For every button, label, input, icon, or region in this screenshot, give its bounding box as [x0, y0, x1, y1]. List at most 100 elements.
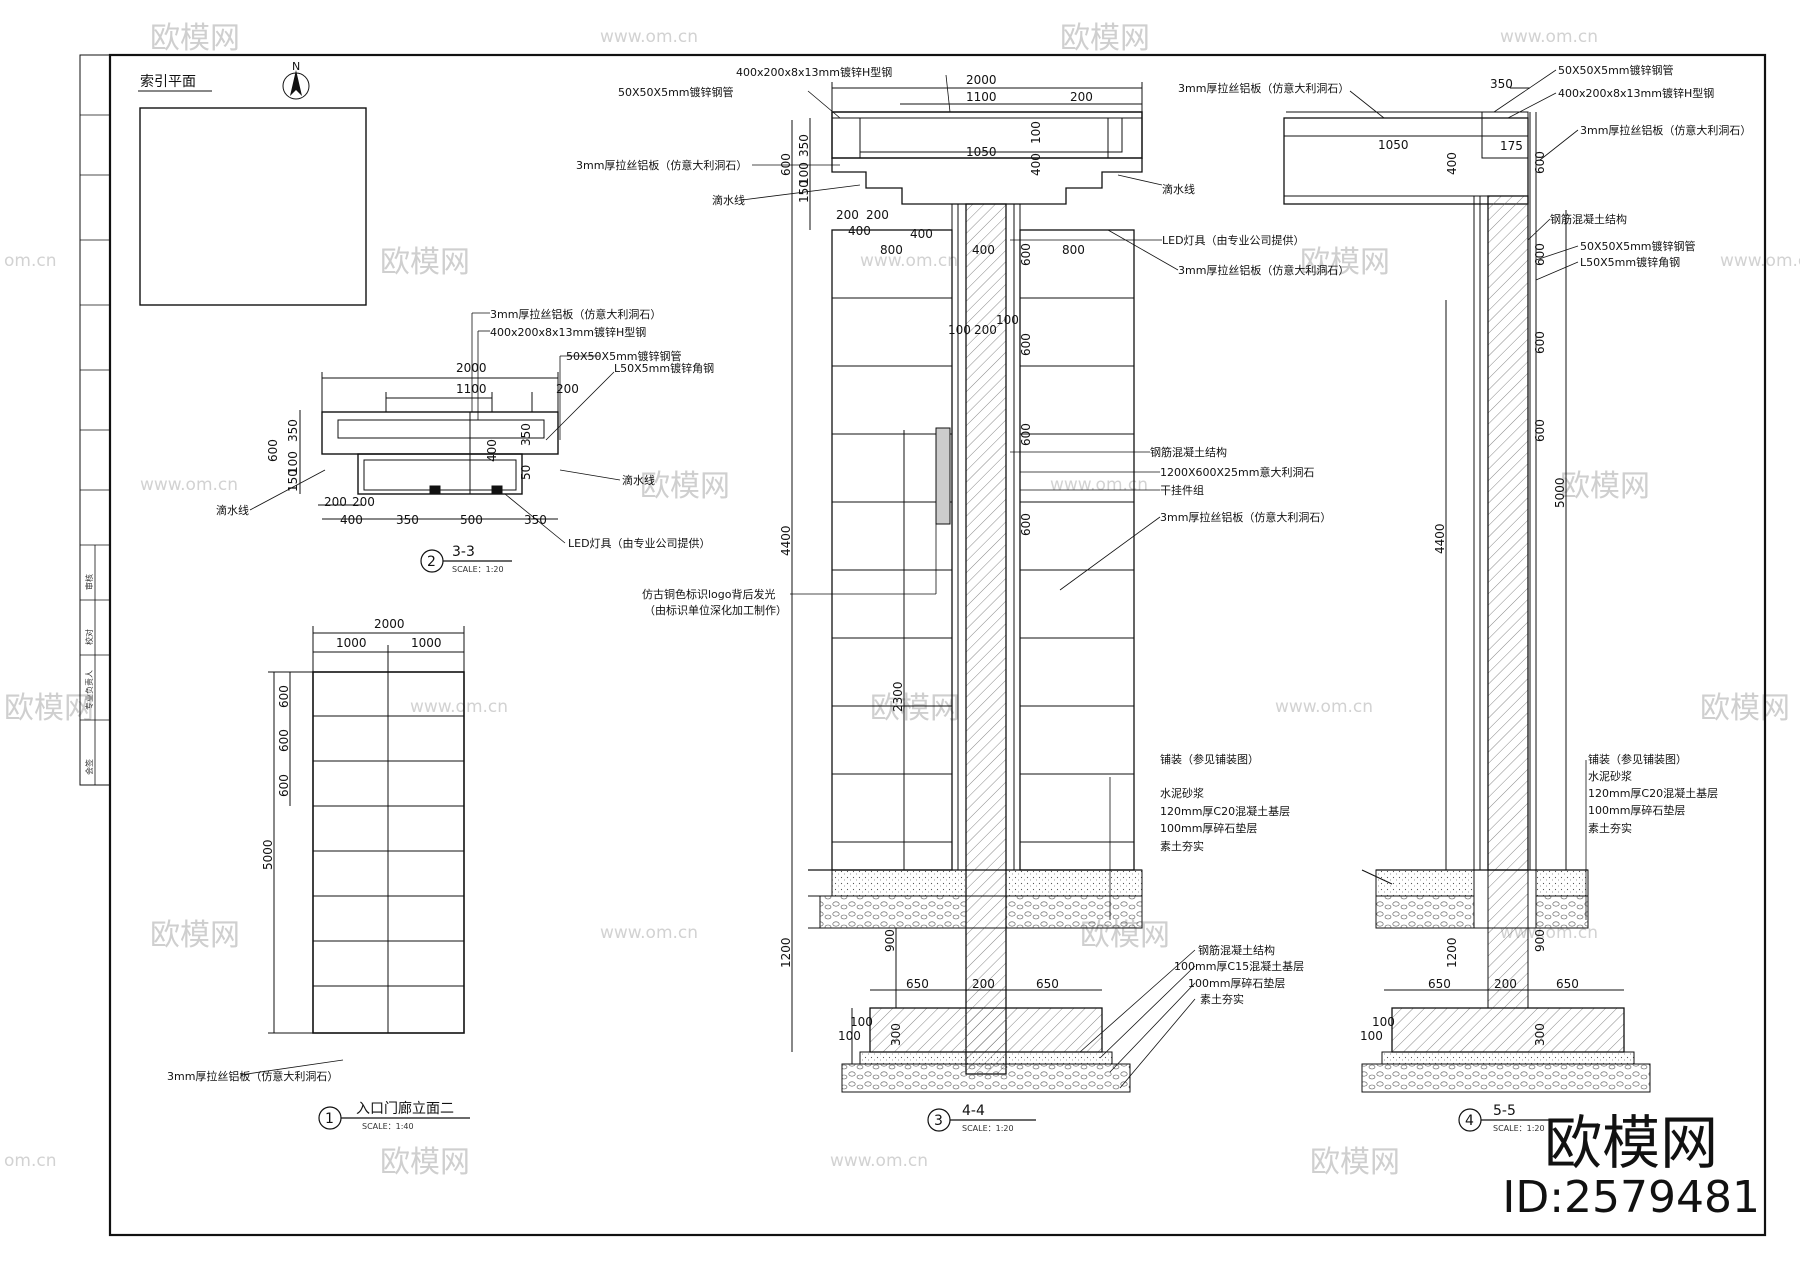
index-plan-title: 索引平面 — [140, 73, 196, 90]
dim-4-4: 100 — [1029, 121, 1043, 144]
watermark-text: 欧模网 — [1310, 1145, 1400, 1180]
dim-4-4: 100 — [996, 313, 1019, 327]
label-5-5: 水泥砂浆 — [1588, 769, 1632, 783]
label-5-5: 3mm厚拉丝铝板（仿意大利洞石） — [1580, 123, 1751, 137]
label-4-4: 钢筋混凝土结构 — [1198, 943, 1275, 957]
label-5-5: 50X50X5mm镀锌钢管 — [1580, 239, 1696, 253]
dim-4-4: 1100 — [966, 90, 997, 104]
dim-4-4: 1050 — [966, 145, 997, 159]
label-3-3: 滴水线 — [622, 473, 655, 487]
watermark-url: www.om.cn — [600, 923, 698, 943]
dim-4-4: 200 — [866, 208, 889, 222]
label-4-4: 3mm厚拉丝铝板（仿意大利洞石） — [1160, 510, 1331, 524]
label-4-4: 钢筋混凝土结构 — [1150, 445, 1227, 459]
section-3-3-title — [420, 549, 512, 573]
dim-4-4: 100 — [948, 323, 971, 337]
dim-4-4: 600 — [1019, 513, 1033, 536]
dim-elevation: 600 — [277, 685, 291, 708]
title-block-grid — [80, 114, 110, 785]
section-5-5 — [1283, 87, 1651, 1093]
watermark-url: www.om.cn — [600, 27, 698, 47]
watermark-url: om.cn — [4, 251, 57, 271]
dim-3-3: 200 — [324, 495, 347, 509]
dim-3-3: 50 — [519, 465, 533, 480]
north-arrow-icon — [282, 70, 310, 100]
label-3-3: 3mm厚拉丝铝板（仿意大利洞石） — [490, 307, 661, 321]
dim-4-4: 200 — [836, 208, 859, 222]
section-title: 3-3 — [452, 544, 475, 560]
section-4-4-title — [927, 1108, 1036, 1132]
dim-4-4: 400 — [1029, 153, 1043, 176]
section-scale: SCALE：1:20 — [962, 1124, 1014, 1133]
watermark-text: 欧模网 — [1700, 691, 1790, 726]
dim-3-3: 600 — [266, 439, 280, 462]
watermark-text: 欧模网 — [640, 469, 730, 504]
dim-4-4: 4400 — [779, 525, 793, 556]
label-4-4: 3mm厚拉丝铝板（仿意大利洞石） — [1178, 263, 1349, 277]
dim-5-5: 5000 — [1553, 477, 1567, 508]
dim-4-4: 600 — [1019, 243, 1033, 266]
index-plan-frame — [139, 107, 367, 306]
dim-4-4: 800 — [1062, 243, 1085, 257]
dim-3-3: 350 — [286, 419, 300, 442]
dim-4-4: 2300 — [891, 681, 905, 712]
label-5-5: 100mm厚碎石垫层 — [1588, 803, 1685, 817]
watermark-url: www.om.cn — [860, 251, 958, 271]
label-4-4: （由标识单位深化加工制作） — [644, 603, 787, 617]
label-4-4: 3mm厚拉丝铝板（仿意大利洞石） — [576, 158, 747, 172]
dim-5-5: 900 — [1533, 929, 1547, 952]
dim-3-3: 350 — [396, 513, 419, 527]
dim-5-5: 4400 — [1433, 523, 1447, 554]
dim-3-3: 350 — [524, 513, 547, 527]
dim-3-3: 200 — [556, 382, 579, 396]
section-5-5-title — [1458, 1108, 1560, 1132]
brand-watermark: 欧模网 ID:2579481 — [1502, 1114, 1760, 1225]
title-block-row: 会签 — [84, 759, 94, 775]
dim-3-3: 150 — [286, 469, 300, 492]
dim-5-5: 400 — [1445, 152, 1459, 175]
section-number: 4 — [1465, 1113, 1474, 1129]
label-5-5: 铺装（参见铺装图） — [1588, 752, 1687, 766]
dim-5-5: 1050 — [1378, 138, 1409, 152]
label-4-4: 50X50X5mm镀锌钢管 — [618, 85, 734, 99]
label-4-4: 干挂件组 — [1160, 483, 1204, 497]
dim-5-5: 600 — [1533, 151, 1547, 174]
brand-name: 欧模网 — [1544, 1109, 1719, 1178]
label-4-4: 铺装（参见铺装图） — [1160, 752, 1259, 766]
label-4-4: 1200X600X25mm意大利洞石 — [1160, 465, 1315, 479]
watermark-text: 欧模网 — [1060, 21, 1150, 56]
title-block-row: 专业负责人 — [84, 670, 94, 710]
label-4-4: 100mm厚碎石垫层 — [1160, 821, 1257, 835]
dim-4-4: 600 — [1019, 333, 1033, 356]
dim-4-4: 100 — [797, 162, 811, 185]
label-4-4: 滴水线 — [1162, 182, 1195, 196]
dim-4-4: 800 — [880, 243, 903, 257]
elevation-title — [318, 1106, 470, 1130]
label-5-5: L50X5mm镀锌角钢 — [1580, 255, 1680, 269]
dim-4-4: 100 — [850, 1015, 873, 1029]
elevation-scale: SCALE：1:40 — [362, 1122, 414, 1131]
dim-3-3: 400 — [340, 513, 363, 527]
dim-4-4: 2000 — [966, 73, 997, 87]
label-4-4: 100mm厚C15混凝土基层 — [1174, 959, 1304, 973]
section-scale: SCALE：1:20 — [1493, 1124, 1545, 1133]
watermark-url: www.om.cn — [830, 1151, 928, 1171]
label-4-4: 素土夯实 — [1200, 992, 1244, 1006]
dim-5-5: 650 — [1556, 977, 1579, 991]
watermark-text: 欧模网 — [150, 918, 240, 953]
dim-elevation: 5000 — [261, 839, 275, 870]
title-block-row: 审核 — [84, 574, 94, 590]
dim-elevation: 600 — [277, 729, 291, 752]
label-4-4: 100mm厚碎石垫层 — [1188, 976, 1285, 990]
dim-4-4: 600 — [779, 153, 793, 176]
label-4-4: 滴水线 — [712, 193, 745, 207]
watermark-text: 欧模网 — [870, 691, 960, 726]
dim-3-3: 1100 — [456, 382, 487, 396]
label-5-5: 钢筋混凝土结构 — [1550, 212, 1627, 226]
dim-elevation: 1000 — [411, 636, 442, 650]
dim-elevation: 2000 — [374, 617, 405, 631]
dim-3-3: 400 — [485, 439, 499, 462]
label-3-3: 400x200x8x13mm镀锌H型钢 — [490, 325, 646, 339]
dim-5-5: 300 — [1533, 1023, 1547, 1046]
label-3-3: L50X5mm镀锌角钢 — [614, 361, 714, 375]
